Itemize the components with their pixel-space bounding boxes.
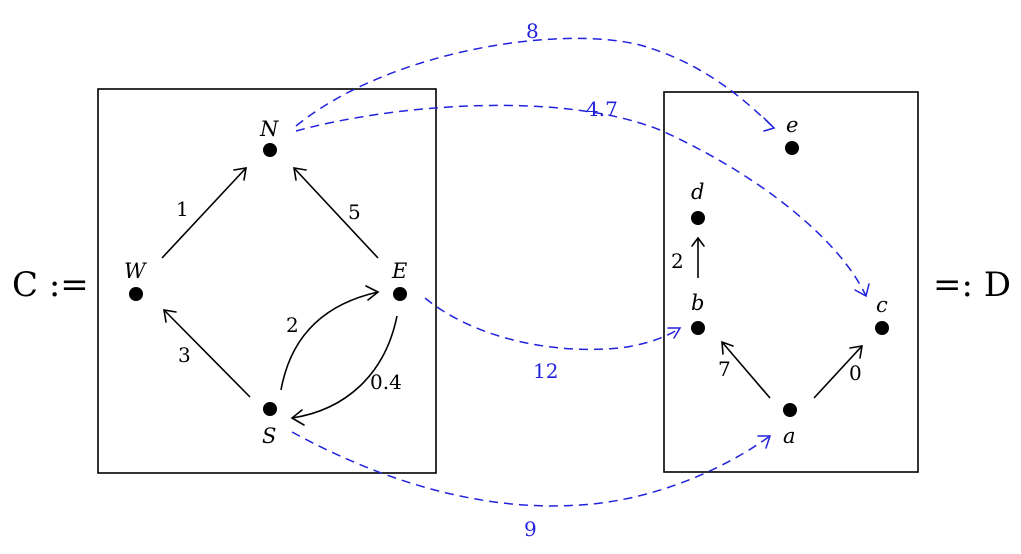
edge-b-d-arrowhead [691, 236, 705, 247]
node-b [691, 321, 705, 335]
edge-s-w [163, 309, 251, 398]
edge-a-c [813, 345, 863, 399]
edge-e-s-arrowhead [290, 409, 305, 426]
node-s-label: S [262, 424, 276, 448]
node-n-label: N [259, 117, 279, 141]
right-caption: =: D [933, 265, 1011, 305]
node-c [875, 321, 889, 335]
weight-b-d: 2 [671, 249, 684, 273]
edge-w-n [161, 167, 247, 259]
node-e-d [785, 141, 799, 155]
weight-s-w: 3 [178, 343, 191, 367]
mapping-weight-e-b: 12 [533, 359, 558, 383]
node-e [393, 287, 407, 301]
node-w-label: W [124, 259, 148, 283]
mapping-n-c-arrowhead [854, 283, 870, 298]
node-b-label: b [691, 291, 704, 315]
edge-e-s [291, 315, 398, 419]
node-a [783, 403, 797, 417]
node-a-label: a [783, 424, 796, 448]
mapping-n-e-arrowhead [763, 117, 776, 132]
edge-a-b [721, 341, 771, 399]
mapping-weight-s-a: 9 [524, 517, 537, 541]
edge-s-e [280, 291, 379, 391]
category-d-box [663, 91, 919, 473]
node-e-label: E [391, 259, 407, 283]
edge-a-b-arrowhead [721, 340, 734, 355]
node-c-label: c [876, 293, 888, 317]
weight-w-n: 1 [176, 197, 189, 221]
node-s [263, 402, 277, 416]
edge-w-n-arrowhead [233, 167, 247, 181]
node-d [691, 211, 705, 225]
weight-a-b: 7 [718, 357, 731, 381]
mapping-e-b-arrowhead [667, 327, 682, 339]
category-c-box [97, 88, 437, 474]
mapping-s-a-arrowhead [757, 435, 772, 449]
mapping-n-e [295, 37, 775, 129]
edge-e-n-arrowhead [293, 167, 307, 181]
mapping-weight-n-e: 8 [526, 19, 539, 43]
edge-e-n [293, 167, 379, 259]
left-caption: C := [12, 265, 89, 305]
mapping-s-a [291, 431, 771, 507]
weight-a-c: 0 [849, 361, 862, 385]
edge-a-c-arrowhead [849, 345, 863, 359]
node-e-label-d: e [786, 113, 798, 137]
edge-s-w-arrowhead [163, 309, 177, 323]
weight-s-e: 2 [286, 313, 299, 337]
edge-s-e-arrowhead [365, 285, 380, 301]
node-d-label: d [691, 180, 704, 204]
mapping-weight-n-c: 4.7 [586, 97, 618, 121]
weight-e-s: 0.4 [370, 370, 402, 394]
weight-e-n: 5 [348, 200, 361, 224]
mapping-n-c [295, 104, 867, 297]
node-w [129, 287, 143, 301]
node-n [263, 143, 277, 157]
mapping-e-b [424, 297, 681, 351]
